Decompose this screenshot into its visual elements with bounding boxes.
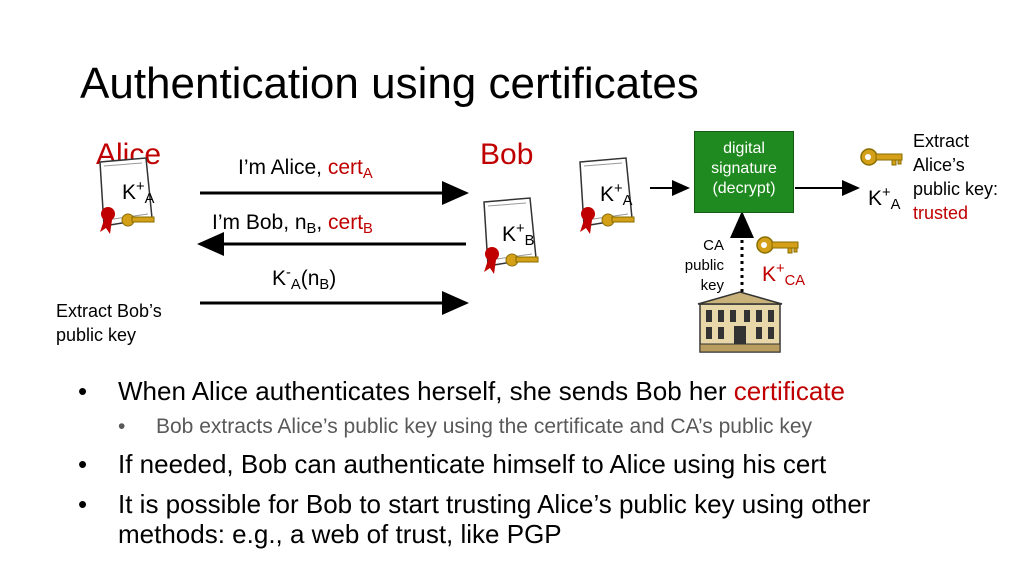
extracted-key-label: K+A: [868, 185, 901, 213]
page-title: Authentication using certificates: [80, 59, 699, 108]
bullet-item-1: • When Alice authenticates herself, she …: [78, 376, 978, 440]
extract-note: Extract Alice’s public key: trusted: [913, 131, 999, 223]
right-certificate: [572, 156, 642, 236]
bullet-list: • When Alice authenticates herself, she …: [78, 376, 978, 549]
bob-label: Bob: [480, 138, 534, 171]
certificate-icon: [99, 157, 155, 234]
certificate-icon: [579, 157, 635, 234]
message-1: I’m Alice, certA: [238, 156, 373, 182]
ca-label: CA public key: [684, 237, 724, 294]
alice-note: Extract Bob’s public key: [56, 301, 162, 345]
bullet-dot: •: [78, 489, 88, 519]
key-icon: [860, 146, 904, 168]
message-2: I’m Bob, nB, certB: [212, 211, 373, 237]
ca-building-icon: [697, 291, 783, 354]
bullet-dot: •: [78, 376, 88, 406]
bullet-dot: •: [118, 415, 126, 438]
bob-certificate: [476, 196, 546, 276]
bob-cert-label: K+B: [502, 221, 535, 249]
sub-bullet-item: • Bob extracts Alice’s public key using …: [118, 415, 813, 438]
ca-key-label: K+CA: [762, 261, 805, 289]
bullet-dot: •: [78, 449, 88, 479]
certificate-icon: [483, 197, 539, 274]
trusted-label: trusted: [913, 203, 969, 223]
key-icon: [756, 234, 800, 256]
signature-box: digital signature (decrypt): [694, 131, 794, 213]
alice-certificate: [92, 156, 162, 236]
bullet-item-2: • If needed, Bob can authenticate himsel…: [78, 449, 827, 479]
right-cert-label: K+A: [600, 181, 633, 209]
bullet-item-3: • It is possible for Bob to start trusti…: [78, 489, 871, 549]
alice-cert-label: K+A: [122, 179, 155, 207]
message-3: K-A(nB): [272, 265, 337, 293]
